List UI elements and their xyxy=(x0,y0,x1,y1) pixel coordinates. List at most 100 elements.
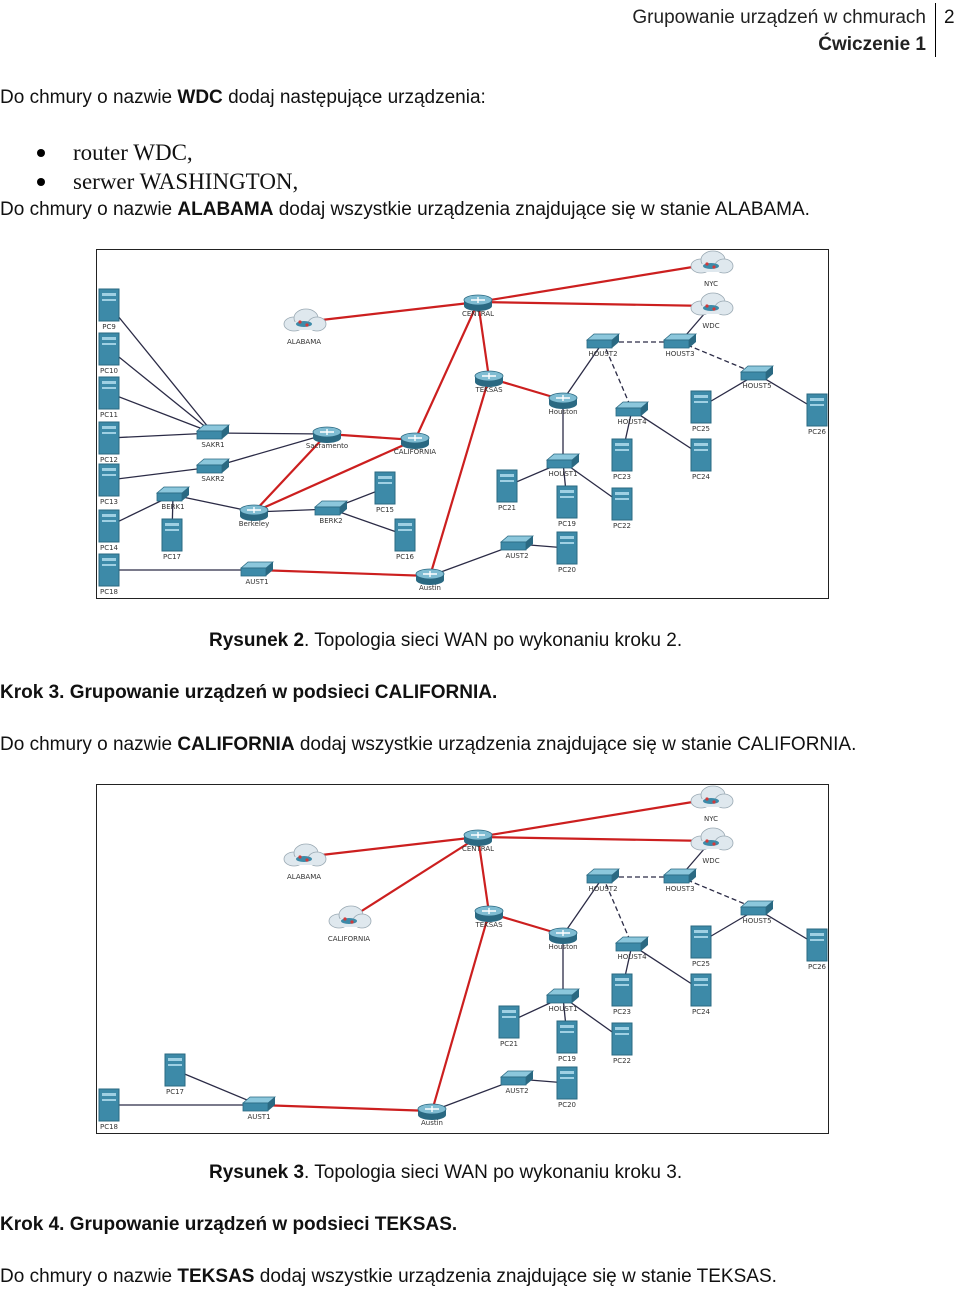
device-label: AUST1 xyxy=(245,578,268,586)
device-label: PC15 xyxy=(376,506,394,514)
device-label: PC10 xyxy=(100,367,118,375)
alabama-paragraph: Do chmury o nazwie ALABAMA dodaj wszystk… xyxy=(0,198,810,222)
device-wdc: WDC xyxy=(690,827,734,865)
device-houst3: HOUST3 xyxy=(662,868,698,893)
step-4-cloud-name: TEKSAS xyxy=(177,1266,255,1287)
device-label: Sacramento xyxy=(306,442,348,450)
device-houst1: HOUST1 xyxy=(545,453,581,478)
device-sacramento: Sacramento xyxy=(306,426,348,450)
device-pc19: PC19 xyxy=(556,485,578,528)
device-pc10: PC10 xyxy=(98,332,120,375)
device-label: PC18 xyxy=(100,588,118,596)
device-label: PC23 xyxy=(613,473,631,481)
device-label: PC19 xyxy=(558,520,576,528)
device-pc25: PC25 xyxy=(690,925,712,968)
link-line xyxy=(476,301,491,379)
device-california: CALIFORNIA xyxy=(394,432,436,456)
device-pc24: PC24 xyxy=(690,973,712,1016)
link-line xyxy=(679,341,758,375)
device-label: PC18 xyxy=(100,1123,118,1131)
device-aust1: AUST1 xyxy=(241,1096,277,1121)
header-subtitle: Ćwiczenie 1 xyxy=(818,34,926,55)
device-california: CALIFORNIA xyxy=(328,905,372,943)
device-label: ALABAMA xyxy=(287,338,321,346)
device-pc24: PC24 xyxy=(690,438,712,481)
link-line xyxy=(477,262,712,304)
device-houst5: HOUST5 xyxy=(739,900,775,925)
device-label: PC14 xyxy=(100,544,119,552)
device-label: HOUST3 xyxy=(665,885,694,893)
device-pc17: PC17 xyxy=(161,518,183,561)
device-pc19: PC19 xyxy=(556,1020,578,1063)
device-alabama: ALABAMA xyxy=(283,843,327,881)
page-number: 2 xyxy=(944,7,955,28)
device-label: Berkeley xyxy=(239,520,270,528)
device-nyc: NYC xyxy=(690,250,734,288)
device-sakr1: SAKR1 xyxy=(195,424,231,449)
figure-3-caption: Rysunek 3. Topologia sieci WAN po wykona… xyxy=(209,1161,682,1185)
figure-3-caption-text: . Topologia sieci WAN po wykonaniu kroku… xyxy=(304,1162,683,1183)
figure-2-caption-label: Rysunek 2 xyxy=(209,630,305,651)
device-pc23: PC23 xyxy=(611,438,633,481)
device-label: SAKR2 xyxy=(201,475,224,483)
device-label: PC26 xyxy=(808,963,827,971)
device-label: PC24 xyxy=(692,473,711,481)
device-label: HOUST4 xyxy=(617,418,647,426)
device-houst5: HOUST5 xyxy=(739,365,775,390)
device-label: CALIFORNIA xyxy=(328,935,370,943)
link-line xyxy=(348,836,479,920)
device-houston: Houston xyxy=(548,392,578,416)
device-aust2: AUST2 xyxy=(499,535,535,560)
device-nyc: NYC xyxy=(690,785,734,823)
device-pc26: PC26 xyxy=(806,928,828,971)
device-pc17: PC17 xyxy=(164,1053,186,1096)
device-pc25: PC25 xyxy=(690,390,712,433)
device-pc20: PC20 xyxy=(556,1066,578,1109)
device-label: WDC xyxy=(702,857,719,865)
device-label: PC11 xyxy=(100,411,118,419)
device-pc13: PC13 xyxy=(98,463,120,506)
link-line xyxy=(477,835,712,843)
device-label: PC12 xyxy=(100,456,118,464)
device-berkeley: Berkeley xyxy=(239,504,270,528)
link-line xyxy=(256,568,431,578)
device-central: CENTRAL xyxy=(462,829,494,853)
device-pc18: PC18 xyxy=(98,553,120,596)
link-line xyxy=(602,876,633,946)
device-pc11: PC11 xyxy=(98,376,120,419)
device-label: BERK2 xyxy=(319,517,342,525)
device-houst2: HOUST2 xyxy=(585,868,621,893)
device-label: WDC xyxy=(702,322,719,330)
device-label: NYC xyxy=(704,280,718,288)
device-label: Austin xyxy=(419,584,441,592)
alabama-cloud-name: ALABAMA xyxy=(177,199,274,220)
device-teksas: TEKSAS xyxy=(474,905,504,929)
device-aust2: AUST2 xyxy=(499,1070,535,1095)
step-4-heading: Krok 4. Grupowanie urządzeń w podsieci T… xyxy=(0,1214,458,1235)
device-pc21: PC21 xyxy=(496,469,518,512)
link-line xyxy=(330,508,406,536)
device-pc12: PC12 xyxy=(98,421,120,464)
link-line xyxy=(212,432,328,435)
device-label: PC26 xyxy=(808,428,827,436)
header-divider xyxy=(935,3,936,57)
step-4-post: dodaj wszystkie urządzenia znajdujące si… xyxy=(254,1266,777,1287)
figure-2-caption-text: . Topologia sieci WAN po wykonaniu kroku… xyxy=(304,630,683,651)
device-teksas: TEKSAS xyxy=(474,370,504,394)
device-houst4: HOUST4 xyxy=(614,936,650,961)
intro-post: dodaj następujące urządzenia: xyxy=(222,87,486,108)
device-label: SAKR1 xyxy=(201,441,224,449)
device-label: CENTRAL xyxy=(462,845,494,853)
link-line xyxy=(428,377,491,577)
device-label: Houston xyxy=(548,943,577,951)
device-label: PC22 xyxy=(613,522,631,530)
figure-2-caption: Rysunek 2. Topologia sieci WAN po wykona… xyxy=(209,629,682,653)
link-line xyxy=(477,797,712,839)
bullet-dot xyxy=(37,149,45,157)
step-3-pre: Do chmury o nazwie xyxy=(0,734,178,755)
device-label: BERK1 xyxy=(161,503,184,511)
link-line xyxy=(108,348,214,434)
